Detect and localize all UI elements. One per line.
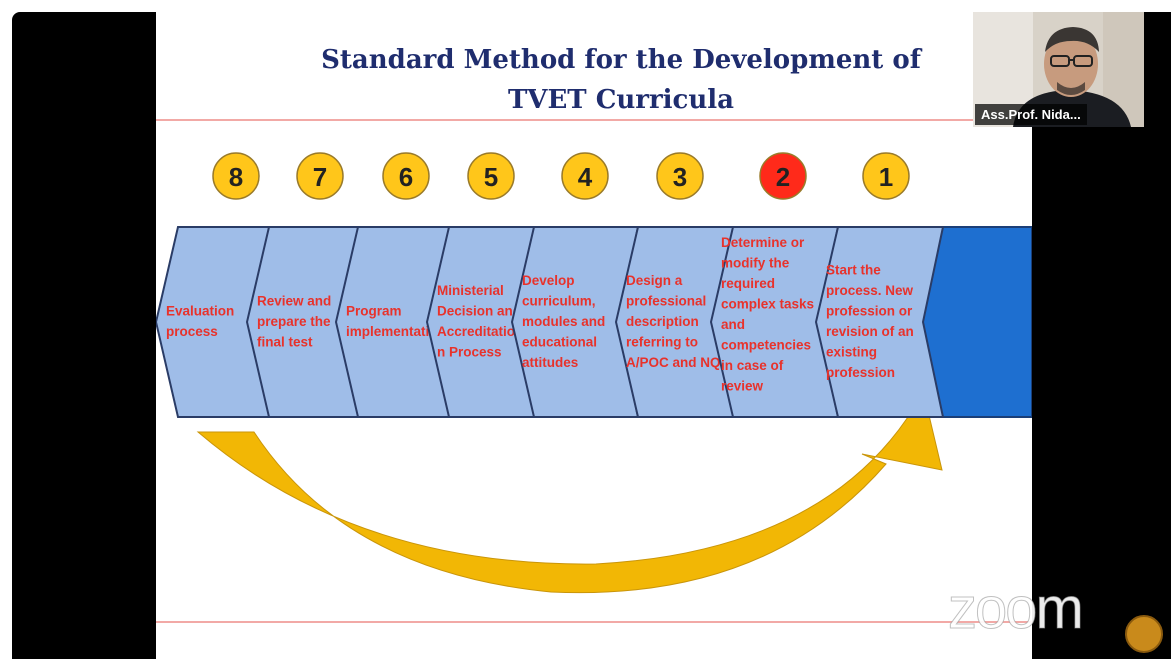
return-arrow: [196, 388, 943, 594]
step-label-2-line-4: complex tasks: [721, 297, 814, 312]
step-label-1-line-6: profession: [826, 365, 895, 380]
slide-title-line-1: Standard Method for the Development of: [321, 45, 921, 75]
step-circle-5: [467, 152, 515, 200]
step-label-4-line-1: Develop: [522, 273, 575, 288]
step-label-6-line-1: Program: [346, 304, 402, 319]
step-circle-3: [656, 152, 704, 200]
top-divider: [156, 119, 1032, 121]
step-circle-7: [296, 152, 344, 200]
slide-title-line-2: TVET Curricula: [507, 85, 735, 115]
step-label-7-line-2: prepare the: [257, 314, 331, 329]
step-number-6: 6: [399, 162, 413, 192]
step-number-7: 7: [313, 162, 327, 192]
step-label-8-line-2: process: [166, 324, 218, 339]
step-label-6-line-2: implementation: [346, 324, 446, 339]
step-circle-6: [382, 152, 430, 200]
step-number-3: 3: [673, 162, 687, 192]
step-label-2-line-5: and: [721, 317, 745, 332]
step-label-5-line-2: Decision and: [437, 304, 521, 319]
step-number-8: 8: [229, 162, 243, 192]
step-number-1: 1: [879, 162, 893, 192]
participant-name: Ass.Prof. Nida...: [975, 104, 1087, 125]
step-label-7-line-1: Review and: [257, 293, 331, 308]
step-label-1-line-3: profession or: [826, 304, 913, 319]
step-label-2-line-6: competencies: [721, 338, 811, 353]
step-label-5-line-4: n Process: [437, 345, 502, 360]
step-label-4-line-5: attitudes: [522, 355, 578, 370]
step-label-1-line-1: Start the: [826, 263, 881, 278]
step-label-3-line-3: description: [626, 314, 699, 329]
step-label-4-line-3: modules and: [522, 314, 605, 329]
step-number-5: 5: [484, 162, 498, 192]
host-avatar-icon[interactable]: [1125, 615, 1163, 653]
step-label-4-line-4: educational: [522, 334, 597, 349]
step-label-2-line-3: required: [721, 276, 775, 291]
step-chevron-1: [814, 226, 945, 418]
zoom-watermark: zoom: [948, 576, 1085, 641]
bottom-divider: [156, 621, 1032, 623]
step-number-2: 2: [776, 162, 790, 192]
participant-video-tile[interactable]: Ass.Prof. Nida...: [973, 12, 1144, 127]
step-label-7-line-3: final test: [257, 334, 313, 349]
step-label-3-line-1: Design a: [626, 273, 683, 288]
step-label-5-line-1: Ministerial: [437, 283, 504, 298]
slide-title: Standard Method for the Development of T…: [306, 40, 936, 120]
step-label-3-line-4: referring to: [626, 334, 698, 349]
step-circle-1: [862, 152, 910, 200]
step-label-2-line-2: modify the: [721, 256, 790, 271]
step-label-1-line-2: process. New: [826, 283, 914, 298]
shared-slide: Standard Method for the Development of T…: [156, 12, 1032, 659]
step-circle-4: [561, 152, 609, 200]
step-circle-2: [759, 152, 807, 200]
step-label-3-line-5: A/POC and NQF: [626, 355, 729, 370]
step-circle-8: [212, 152, 260, 200]
step-number-4: 4: [578, 162, 593, 192]
step-label-2-line-8: review: [721, 379, 764, 394]
step-label-1-line-5: existing: [826, 345, 877, 360]
step-label-4-line-2: curriculum,: [522, 293, 596, 308]
step-label-3-line-2: professional: [626, 293, 706, 308]
step-label-5-line-3: Accreditatio: [437, 324, 515, 339]
step-label-2-line-1: Determine or: [721, 235, 805, 250]
step-label-2-line-7: in case of: [721, 358, 784, 373]
step-label-8-line-1: Evaluation: [166, 304, 234, 319]
step-label-1-line-4: revision of an: [826, 324, 914, 339]
